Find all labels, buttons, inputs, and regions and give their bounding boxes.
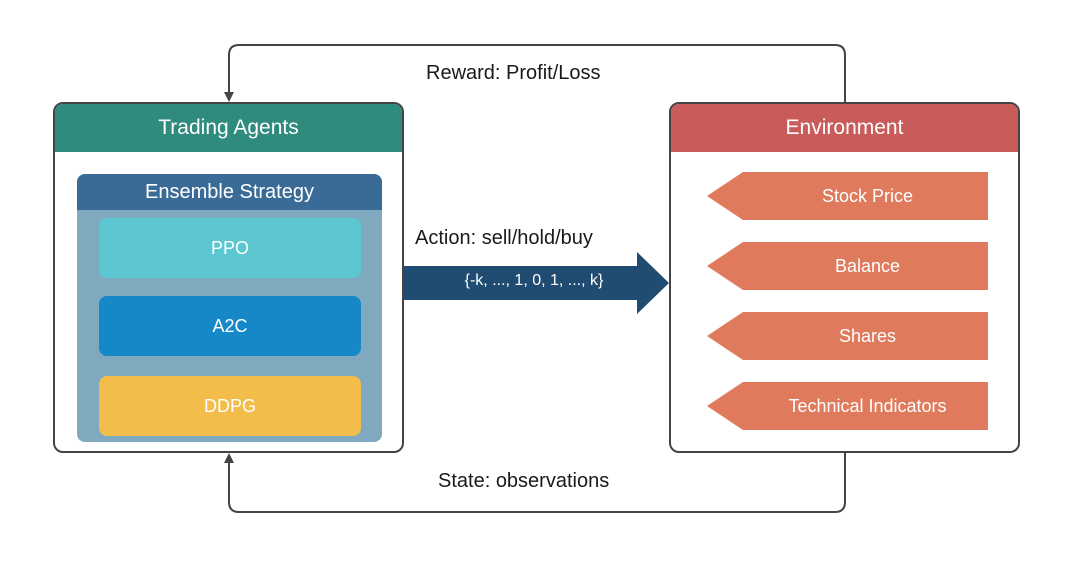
algorithm-ddpg: DDPG: [99, 376, 361, 436]
reward-connector: [224, 44, 846, 102]
ensemble-strategy-box: Ensemble Strategy PPO A2C DDPG: [77, 174, 382, 442]
state-technical-indicators: Technical Indicators: [707, 382, 988, 430]
environment-title: Environment: [671, 104, 1018, 152]
reward-label: Reward: Profit/Loss: [426, 62, 601, 84]
action-range-label: {-k, ..., 1, 0, 1, ..., k}: [464, 272, 604, 289]
action-label: Action: sell/hold/buy: [415, 227, 593, 249]
algorithm-a2c: A2C: [99, 296, 361, 356]
state-shares: Shares: [707, 312, 988, 360]
action-arrow: [404, 252, 669, 314]
ensemble-strategy-title: Ensemble Strategy: [77, 174, 382, 210]
trading-agents-title: Trading Agents: [55, 104, 402, 152]
environment-panel: Environment Stock Price Balance Shares T…: [669, 102, 1020, 453]
state-label: State: observations: [438, 470, 610, 492]
algorithm-ppo: PPO: [99, 218, 361, 278]
trading-agents-panel: Trading Agents Ensemble Strategy PPO A2C…: [53, 102, 404, 453]
state-connector: [224, 453, 846, 513]
state-balance: Balance: [707, 242, 988, 290]
state-stock-price: Stock Price: [707, 172, 988, 220]
